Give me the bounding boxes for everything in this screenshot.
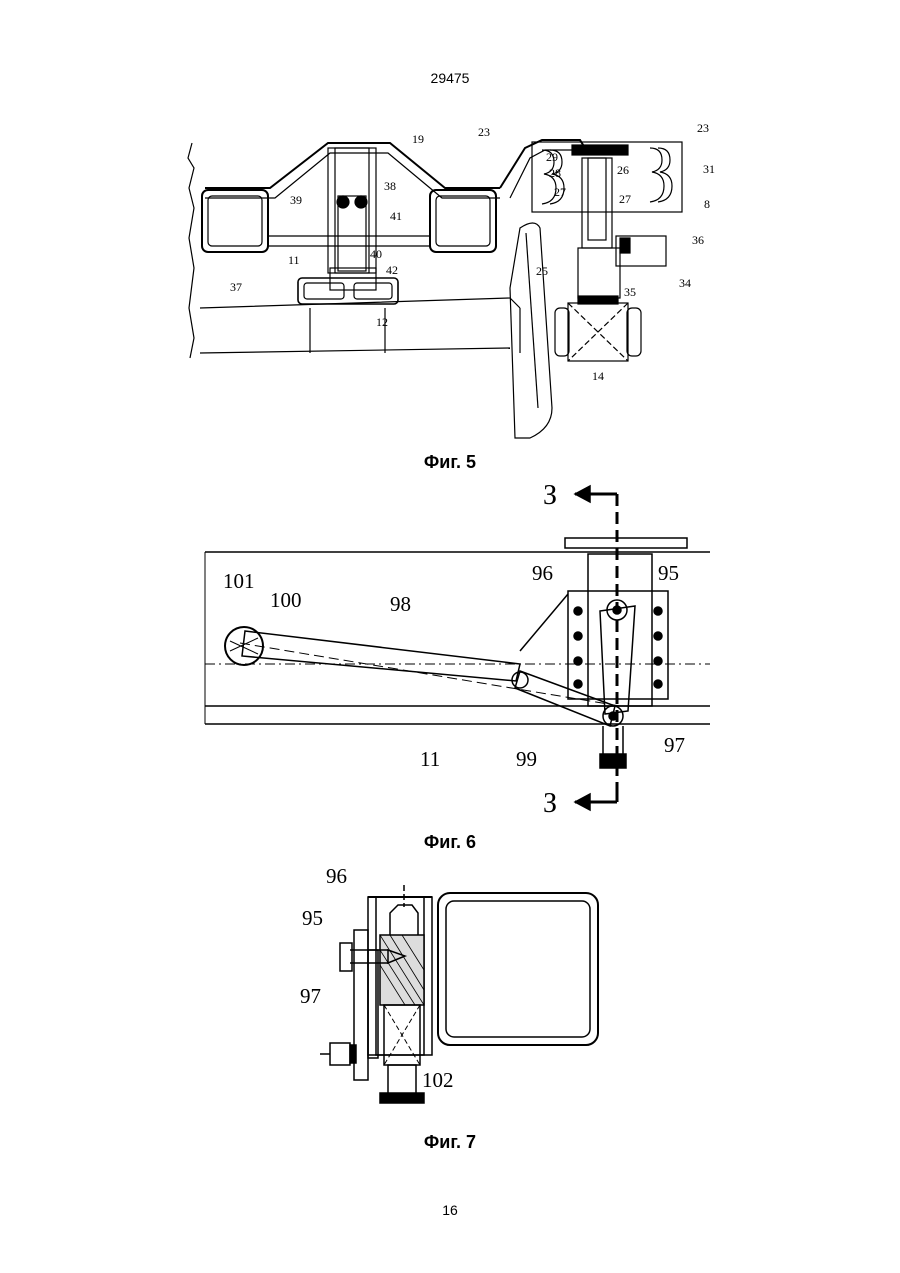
label-14: 14 [592, 369, 604, 383]
label-97: 97 [664, 733, 685, 757]
figure-7-caption: Фиг. 7 [0, 1132, 900, 1153]
label-95: 95 [302, 906, 323, 930]
figure-6-caption: Фиг. 6 [0, 832, 900, 853]
label-98: 98 [390, 592, 411, 616]
label-36: 36 [692, 233, 704, 247]
section-mark-top: З [543, 480, 557, 511]
label-38: 38 [384, 179, 396, 193]
label-27-a: 27 [554, 185, 566, 199]
label-96: 96 [532, 561, 553, 585]
label-34: 34 [679, 276, 691, 290]
label-23-b: 23 [697, 121, 709, 135]
document-number: 29475 [0, 70, 900, 86]
label-97: 97 [300, 984, 321, 1008]
label-42: 42 [386, 263, 398, 277]
label-40: 40 [370, 247, 382, 261]
label-35: 35 [624, 285, 636, 299]
label-11: 11 [288, 253, 300, 267]
label-12: 12 [376, 315, 388, 329]
label-23-a: 23 [478, 125, 490, 139]
label-96: 96 [326, 864, 347, 888]
label-25: 25 [536, 264, 548, 278]
label-37: 37 [230, 280, 242, 294]
label-101: 101 [223, 569, 255, 593]
label-39: 39 [290, 193, 302, 207]
label-99: 99 [516, 747, 537, 771]
figure-7-drawing: 96 95 97 102 [290, 855, 615, 1130]
figure-6-drawing: З З 96 95 101 100 98 11 99 97 [180, 476, 720, 828]
label-28: 28 [549, 166, 561, 180]
page-number: 16 [0, 1202, 900, 1218]
label-100: 100 [270, 588, 302, 612]
label-29: 29 [546, 150, 558, 164]
label-8: 8 [704, 197, 710, 211]
label-95: 95 [658, 561, 679, 585]
label-102: 102 [422, 1068, 454, 1092]
label-27-b: 27 [619, 192, 631, 206]
section-mark-bottom: З [543, 788, 557, 819]
figure-6-svg: З З 96 95 101 100 98 11 99 97 [180, 476, 720, 828]
label-26: 26 [617, 163, 629, 177]
label-41: 41 [390, 209, 402, 223]
figure-5-drawing: 19 23 23 29 26 28 27 27 31 8 39 38 41 40… [180, 108, 720, 448]
label-11: 11 [420, 747, 440, 771]
figure-5-caption: Фиг. 5 [0, 452, 900, 473]
label-31: 31 [703, 162, 715, 176]
label-19: 19 [412, 132, 424, 146]
figure-5-svg: 19 23 23 29 26 28 27 27 31 8 39 38 41 40… [180, 108, 720, 448]
figure-7-svg: 96 95 97 102 [290, 855, 615, 1130]
